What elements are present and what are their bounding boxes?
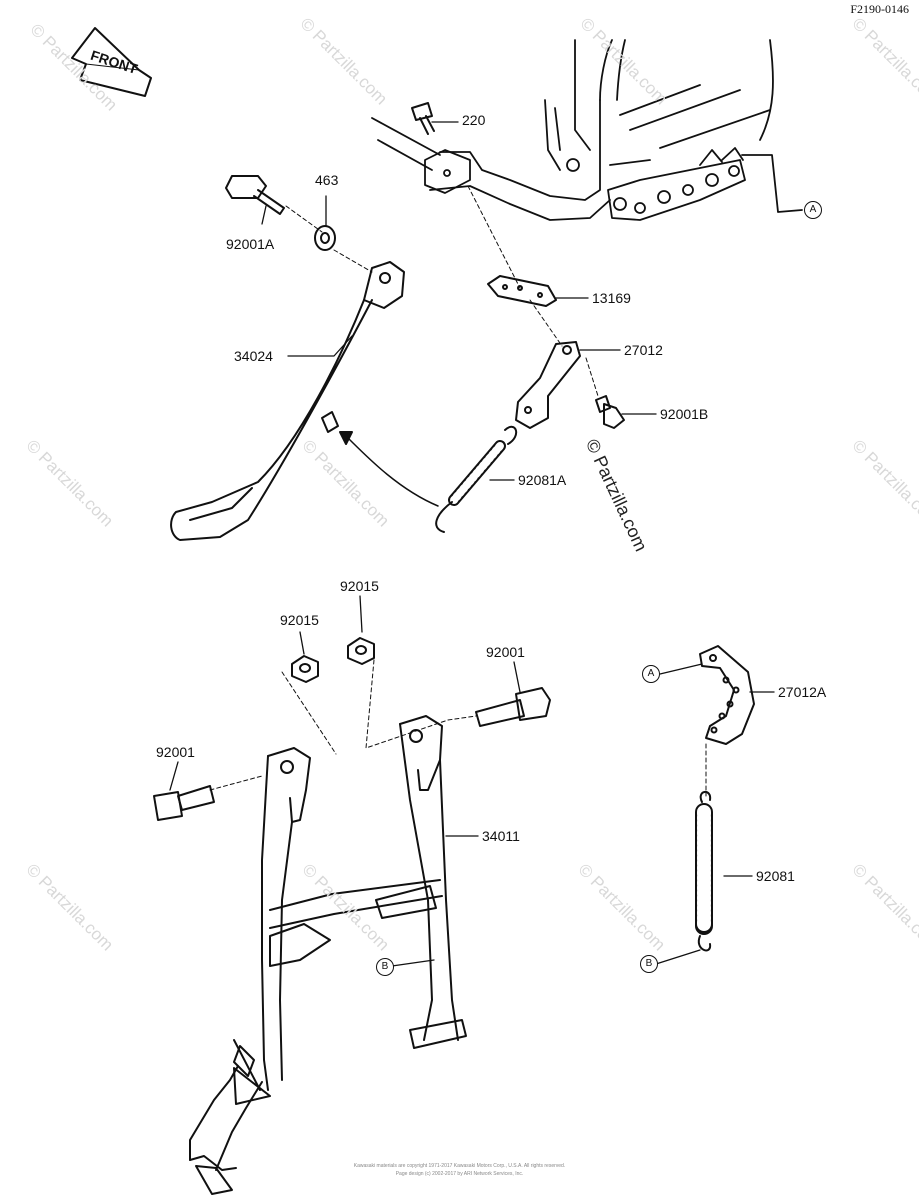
part-label-220: 220: [462, 112, 486, 128]
copyright-line-2: Page design (c) 2002-2017 by ARI Network…: [395, 1171, 524, 1177]
copyright-line-1: Kawasaki materials are copyright 1971-20…: [353, 1163, 566, 1169]
part-label-92015-right: 92015: [340, 578, 379, 594]
bolt-92001B: [595, 395, 625, 429]
side-stand-34024: [170, 261, 405, 541]
reference-marker-a-plate: A: [642, 665, 660, 683]
washer-463: [314, 225, 336, 251]
part-label-92001B: 92001B: [660, 406, 709, 422]
part-label-34024: 34024: [234, 348, 273, 364]
plate-27012: [515, 341, 581, 429]
bolt-92001-right: [475, 687, 551, 727]
bracket-13169: [487, 275, 557, 307]
figure-id: F2190-0146: [850, 2, 909, 16]
nut-92015-left: [291, 655, 319, 683]
center-stand-34011: [189, 715, 467, 1195]
part-label-92081: 92081: [756, 868, 795, 884]
nut-92015-right: [347, 637, 375, 665]
part-label-92001-left: 92001: [156, 744, 195, 760]
part-label-34011: 34011: [482, 828, 520, 844]
part-label-27012A: 27012A: [778, 684, 827, 700]
part-label-463: 463: [315, 172, 339, 188]
spring-92081A: [435, 425, 518, 533]
part-label-92001-right: 92001: [486, 644, 525, 660]
reference-marker-b-spring: B: [640, 955, 658, 973]
frame-outline: [371, 39, 803, 221]
part-label-92001A: 92001A: [226, 236, 275, 252]
front-arrow-icon: [71, 27, 152, 97]
plate-27012A: [699, 645, 755, 745]
bolt-92001A: [225, 175, 285, 215]
part-label-92081A: 92081A: [518, 472, 567, 488]
reference-marker-a-top: A: [804, 201, 822, 219]
reference-marker-b-stand: B: [376, 958, 394, 976]
spring-92081: [695, 791, 713, 952]
part-label-27012: 27012: [624, 342, 663, 358]
part-label-13169: 13169: [592, 290, 631, 306]
part-label-92015-left: 92015: [280, 612, 319, 628]
bolt-220: [411, 102, 435, 135]
bolt-92001-left: [153, 785, 215, 821]
